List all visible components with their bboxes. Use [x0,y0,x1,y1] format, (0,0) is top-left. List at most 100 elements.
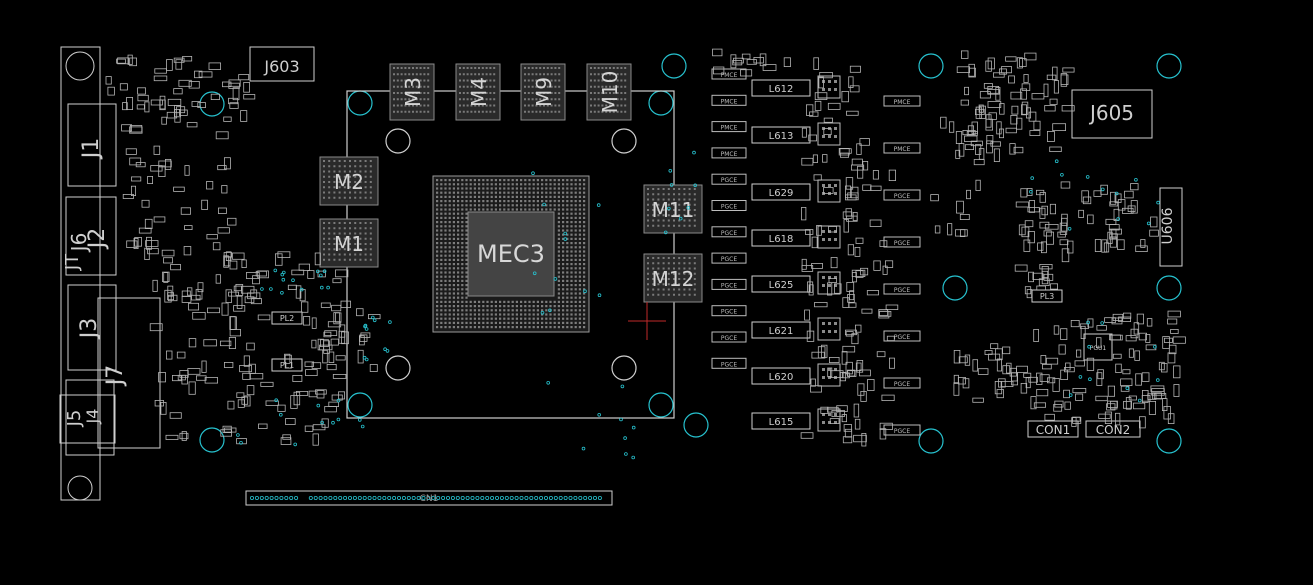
con1-label: CON1 [1036,423,1070,437]
memory-label: M2 [334,170,364,194]
mosfet-label: PMCE [894,99,911,106]
inductor-label: L612 [769,84,794,95]
j603-label: J603 [263,57,299,76]
mosfet-label: PGCE [894,287,910,294]
pl2-part [271,311,303,325]
mosfet: PMCE [711,68,747,80]
con2-label: CON2 [1096,423,1130,437]
mosfet-label: PGCE [721,256,737,263]
inductor: L618 [751,225,841,249]
mosfet: PGCE [711,200,747,211]
j3-label: J3 [77,318,102,341]
mosfet-label: PGCE [721,335,737,342]
mosfet: PMCE [883,95,921,107]
inductor-label: L621 [769,326,794,337]
mosfet-label: PGCE [721,361,737,368]
passive-components [105,48,1186,447]
mosfet-label: PGCE [721,230,737,237]
mosfet-label: PGCE [894,381,910,388]
memory-chip: M2 [319,156,379,206]
j4-label: J4 [83,409,102,425]
pl1-part [271,358,303,372]
mosfet-label: PMCE [721,98,738,105]
j605-connector [1071,89,1153,139]
inductor: L615 [751,408,841,432]
j7-label: J7 [103,365,128,388]
mosfet-label: PMCE [894,146,911,153]
memory-label: M10 [598,71,622,114]
j6-label: J6 [67,233,91,254]
memory-label: M12 [652,267,695,291]
mosfet: PGCE [711,226,747,238]
mosfet-label: PGCE [894,240,910,247]
vias [236,150,1160,460]
con2-connector [1085,420,1141,438]
memory-chip: M3 [389,63,435,121]
mosfet-label: PMCE [721,125,738,132]
j1-label: J1 [79,138,104,161]
jt-label: JT [62,253,83,271]
mosfet: PGCE [711,305,747,317]
memory-chip: M1 [319,218,379,268]
inductor-label: L625 [769,280,794,291]
origin-marker [628,302,666,340]
j2-label: J2 [85,228,110,251]
memory-chip: M9 [520,63,566,121]
mosfet-label: PGCE [894,334,910,341]
mosfet-label: PGCE [721,204,737,211]
io-connectors [59,103,161,456]
mosfet-label: PGCE [894,193,910,200]
pl2-label: PL2 [280,314,294,323]
u606-label: U606 [1160,207,1176,244]
pcie-edge [245,490,613,506]
mosfet: PGCE [711,173,747,185]
inductor: L621 [751,317,841,341]
mosfet-label: PGCE [894,428,910,435]
mosfet: PMCE [883,142,921,154]
pgu1-label: PGU1 [1090,345,1107,352]
pcie-label: CN1 [420,494,439,504]
mosfet: PGCE [883,330,921,342]
j5-label: J5 [64,410,85,428]
inductor-label: L629 [769,188,794,199]
memory-label: M9 [532,77,556,107]
mosfet: PGCE [883,377,921,389]
u606-chip [1159,187,1183,267]
mosfet-label: PGCE [721,177,737,184]
pcie-pins [249,495,602,500]
j603-connector [249,46,315,82]
memory-label: M1 [334,232,364,256]
memory-label: M4 [467,77,491,107]
inductor-label: L615 [769,417,794,428]
j605-label: J605 [1088,101,1134,125]
inductor-label: L613 [769,131,794,142]
mosfet: PGCE [711,331,747,343]
mosfet: PGCE [883,236,921,248]
mosfet: PGCE [883,283,921,295]
con1-connector [1027,420,1079,438]
pgu1-part [1083,333,1113,361]
mosfet-label: PMCE [721,72,738,79]
mosfet: PGCE [711,252,747,264]
inductor-label: L620 [769,372,794,383]
mosfet: PMCE [711,121,747,133]
mosfet-label: PGCE [721,309,737,316]
mosfet: PMCE [711,147,747,159]
pl3-label: PL3 [1040,292,1054,301]
pl3-part [1031,289,1063,303]
io-bracket [60,46,101,501]
inductor: L625 [751,271,841,295]
mosfet: PGCE [711,357,747,369]
memory-chip: M4 [455,63,501,121]
pl1-label: PL1 [280,361,294,370]
vrm-mosfets: PMCE PMCE PMCE PMCE PGCE PGCE PGCE PGCE PGCE PGCE… [711,68,921,436]
inductor-label: L618 [769,234,794,245]
gpu-package [432,175,590,333]
mosfet-label: PGCE [721,282,737,289]
memory-label: M3 [401,77,425,107]
mosfet-label: PMCE [721,151,738,158]
bga-pads [436,179,586,329]
